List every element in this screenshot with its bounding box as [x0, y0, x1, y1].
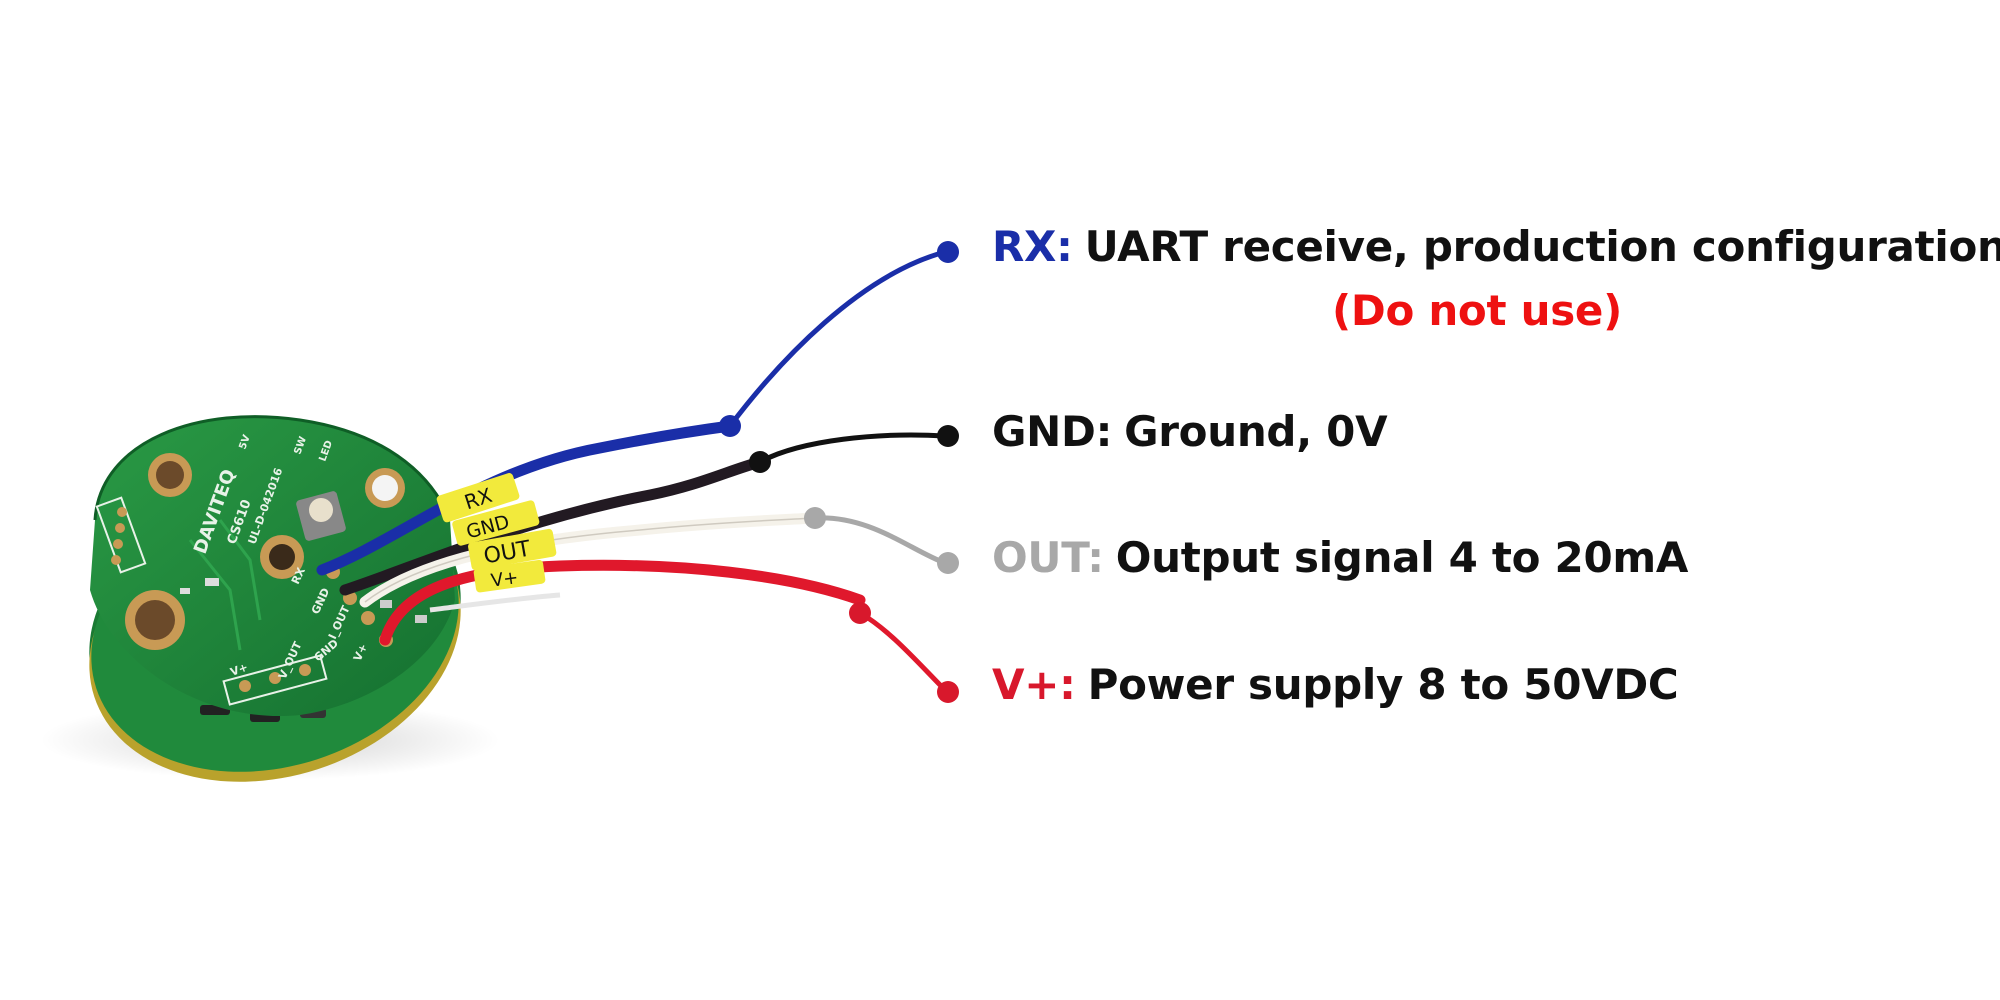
pin-description-gnd: Ground, 0V: [1124, 407, 1388, 456]
mounting-hole: [148, 453, 192, 497]
sleeve-label-vplus: V+: [490, 567, 520, 592]
silk-vplus-2: V+: [229, 661, 250, 679]
mounting-hole: [260, 535, 304, 579]
pin-description-rx: UART receive, production configuration: [1084, 222, 2000, 271]
leader-line-vplus: [858, 610, 947, 692]
pin-label-rx: RX:UART receive, production configuratio…: [992, 222, 2000, 271]
leader-line-gnd: [758, 432, 946, 465]
pcb-board: DAVITEQ CS610 UL-D-042016 RX GND I_OUT V…: [90, 415, 455, 717]
leader-line-rx: [728, 249, 946, 428]
pin-label-out: OUT:Output signal 4 to 20mA: [992, 533, 1688, 582]
leader-dot-out-start: [804, 507, 826, 529]
mounting-hole: [365, 468, 405, 508]
smd-component: [180, 588, 190, 594]
wire-strand: [429, 592, 561, 613]
pin-label-vplus: V+:Power supply 8 to 50VDC: [992, 660, 1679, 709]
leader-dot-rx-end: [937, 241, 959, 263]
smd-component: [205, 578, 219, 586]
pin-header-left: [95, 496, 147, 574]
leader-dot-gnd-end: [937, 425, 959, 447]
wire-gnd: [339, 456, 766, 596]
sleeve-rx: RX: [436, 473, 520, 523]
pin-description-vplus: Power supply 8 to 50VDC: [1087, 660, 1679, 709]
sleeve-out: OUT: [468, 528, 557, 571]
leader-line-out: [814, 515, 946, 566]
leader-dot-vplus-end: [937, 681, 959, 703]
sleeve-vplus: V+: [473, 559, 546, 593]
leader-dot-out-end: [937, 552, 959, 574]
pin-name-vplus: V+:: [992, 660, 1076, 709]
silk-5v: 5V: [237, 433, 252, 451]
leader-dot-gnd-start: [749, 451, 771, 473]
wire-vplus: [379, 559, 866, 646]
pin-note-rx: (Do not use): [1332, 286, 1622, 335]
pin-header-bottom: [222, 654, 328, 706]
pin-name-gnd: GND:: [992, 407, 1113, 456]
mounting-hole: [125, 590, 185, 650]
solder-pad: [361, 611, 375, 625]
wire-rx: [316, 420, 736, 576]
pin-description-out: Output signal 4 to 20mA: [1115, 533, 1689, 582]
pin-name-rx: RX:: [992, 222, 1073, 271]
leader-dot-rx-start: [719, 415, 741, 437]
pin-name-out: OUT:: [992, 533, 1104, 582]
leader-dot-vplus-start: [849, 602, 871, 624]
smd-component: [380, 600, 392, 608]
smd-component: [415, 615, 427, 623]
tactile-switch: [296, 491, 346, 541]
pin-label-gnd: GND:Ground, 0V: [992, 407, 1388, 456]
